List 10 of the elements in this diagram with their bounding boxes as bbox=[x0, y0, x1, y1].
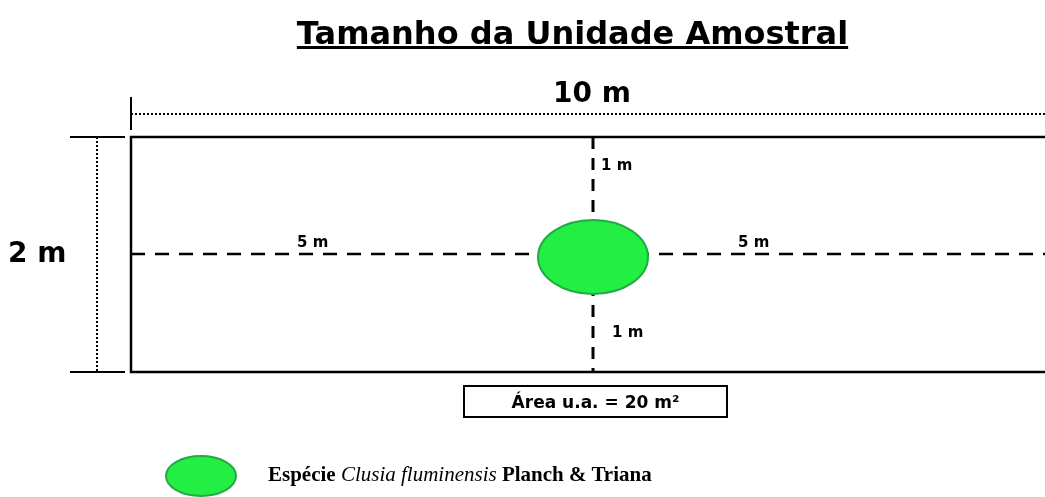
title: Tamanho da Unidade Amostral bbox=[295, 14, 850, 52]
dimension-label: 10 m bbox=[553, 76, 631, 109]
legend-label: Espécie Clusia fluminensis Planch & Triana bbox=[268, 462, 652, 487]
tree-marker bbox=[537, 219, 649, 295]
dimension-label: 5 m bbox=[297, 233, 329, 251]
area-box: Área u.a. = 20 m² bbox=[463, 385, 728, 418]
dimension-label: 1 m bbox=[612, 323, 644, 341]
dimension-label: 2 m bbox=[8, 236, 67, 269]
dimension-label: 1 m bbox=[601, 156, 633, 174]
dimension-label: 5 m bbox=[738, 233, 770, 251]
